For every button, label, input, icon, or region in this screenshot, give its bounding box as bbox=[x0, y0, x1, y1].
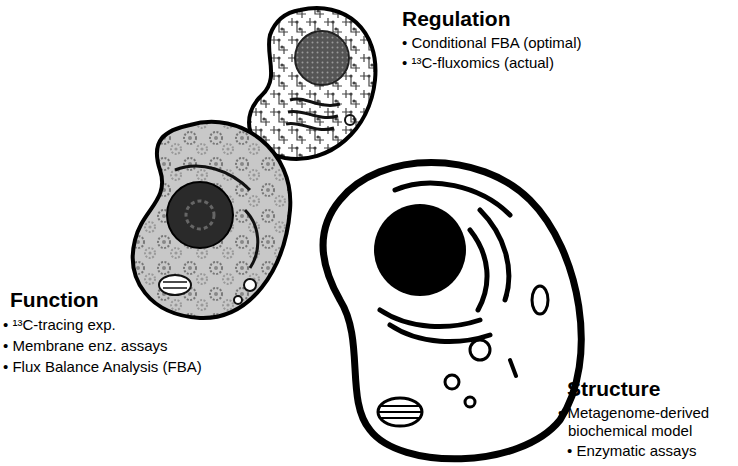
method-item: • Flux Balance Analysis (FBA) bbox=[3, 358, 202, 376]
function-cell bbox=[133, 122, 290, 318]
method-item: • ¹³C-fluxomics (actual) bbox=[402, 54, 554, 72]
regulation-cell bbox=[249, 8, 375, 159]
method-item: • Conditional FBA (optimal) bbox=[402, 34, 582, 52]
method-item: • Membrane enz. assays bbox=[3, 337, 168, 355]
structure-cell bbox=[323, 163, 581, 459]
method-item: • Enzymatic assays bbox=[567, 442, 696, 460]
section-heading: Regulation bbox=[402, 6, 511, 31]
method-item: • Metagenome-derived biochemical model bbox=[558, 404, 734, 440]
section-heading: Structure bbox=[567, 376, 660, 401]
section-heading: Function bbox=[10, 287, 99, 312]
method-item: • ¹³C-tracing exp. bbox=[3, 316, 116, 334]
